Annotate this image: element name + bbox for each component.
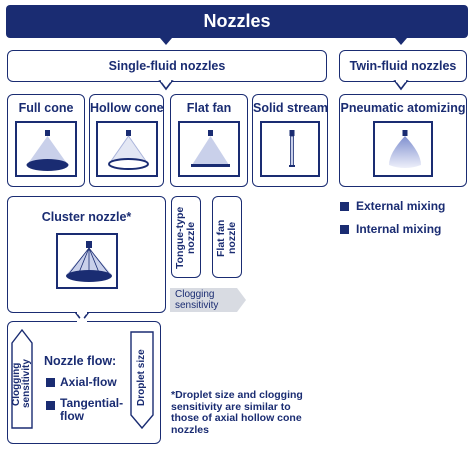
twin-fluid-label: Twin-fluid nozzles [349,59,457,73]
solid-stream-card: Solid stream [252,94,328,187]
axial-flow-label: Axial-flow [60,375,117,389]
cluster-nozzle-card: Cluster nozzle* [7,196,166,313]
hollow-cone-spray-icon [108,130,149,170]
pneumatic-spray-icon [389,130,421,168]
flat-fan-icon-frame [178,121,240,177]
tangential-flow-bullet [46,401,55,410]
axial-flow-bullet [46,378,55,387]
cluster-spray-icon [66,241,112,282]
twin-fluid-group: Twin-fluid nozzles [339,50,467,82]
pneumatic-atomizing-card: Pneumatic atomizing [339,94,467,187]
flat-fan-spray-icon [191,130,230,167]
title-bar: Nozzles [6,5,468,38]
single-fluid-group: Single-fluid nozzles [7,50,327,82]
flat-fan-label: Flat fan [186,101,232,115]
hollow-cone-icon-frame [96,121,158,177]
full-cone-card: Full cone [7,94,85,187]
solid-stream-label: Solid stream [253,101,329,115]
single-fluid-label: Single-fluid nozzles [108,59,226,73]
flat-fan-card: Flat fan [170,94,248,187]
internal-mixing-bullet [340,225,349,234]
external-mixing-label: External mixing [356,199,446,213]
hollow-cone-card: Hollow cone [89,94,164,187]
full-cone-icon-frame [15,121,77,177]
legend-droplet-size-label: Droplet size [136,349,147,407]
pneumatic-icon-frame [373,121,433,177]
solid-stream-icon [289,130,295,167]
tangential-flow-label: Tangential-flow [60,396,124,423]
pneumatic-atomizing-label: Pneumatic atomizing [340,101,466,115]
external-mixing-bullet [340,202,349,211]
footnote: *Droplet size and clogging sensitivity a… [171,389,303,436]
solid-stream-icon-frame [260,121,320,177]
full-cone-label: Full cone [18,101,74,115]
hollow-cone-label: Hollow cone [90,101,164,115]
internal-mixing-label: Internal mixing [356,222,442,236]
cluster-icon-frame [56,233,118,289]
page-title: Nozzles [203,11,271,31]
nozzle-flow-title: Nozzle flow: [44,354,117,368]
cluster-nozzle-label: Cluster nozzle* [41,210,132,224]
full-cone-spray-icon [26,130,69,171]
